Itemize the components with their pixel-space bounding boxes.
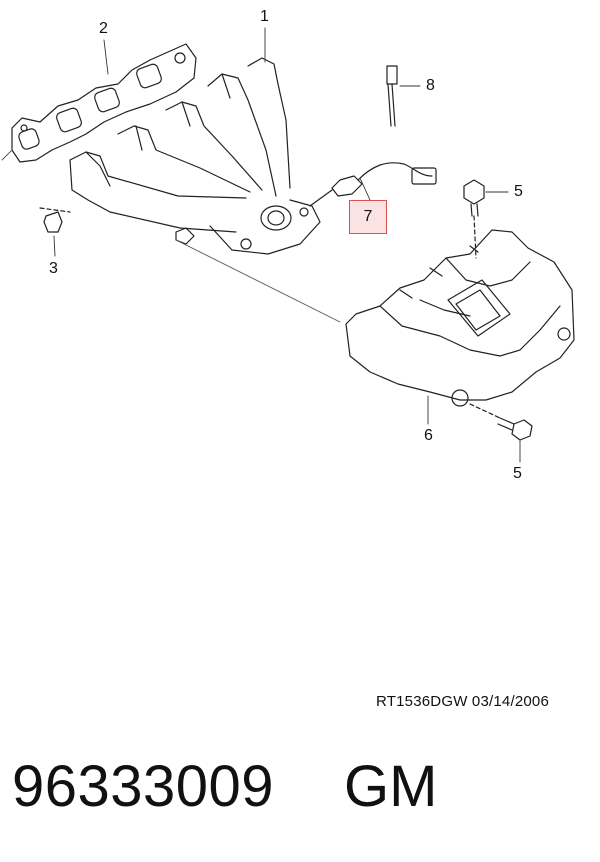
heat-shield [345,229,575,407]
callout-label-7-highlighted: 7 [349,200,387,234]
oxygen-sensor [309,162,437,207]
callout-label-2: 2 [99,20,108,37]
part-number: 96333009 [12,754,275,819]
cable-tie [386,65,398,127]
stud-nut [39,207,71,233]
callout-label-8: 8 [426,77,435,94]
manifold-gasket [11,43,197,163]
bolt-lower [469,403,533,441]
exhaust-manifold [69,57,321,255]
connection-lines [1,149,341,323]
bolt-upper [463,179,485,259]
leader-lines [53,27,521,463]
callout-label-5-lower: 5 [513,465,522,482]
callout-label-3: 3 [49,260,58,277]
brand-name: GM [344,754,438,819]
drawing-code-date: RT1536DGW 03/14/2006 [376,693,549,710]
callout-label-1: 1 [260,8,269,25]
callout-label-5-upper: 5 [514,183,523,200]
callout-label-6: 6 [424,427,433,444]
